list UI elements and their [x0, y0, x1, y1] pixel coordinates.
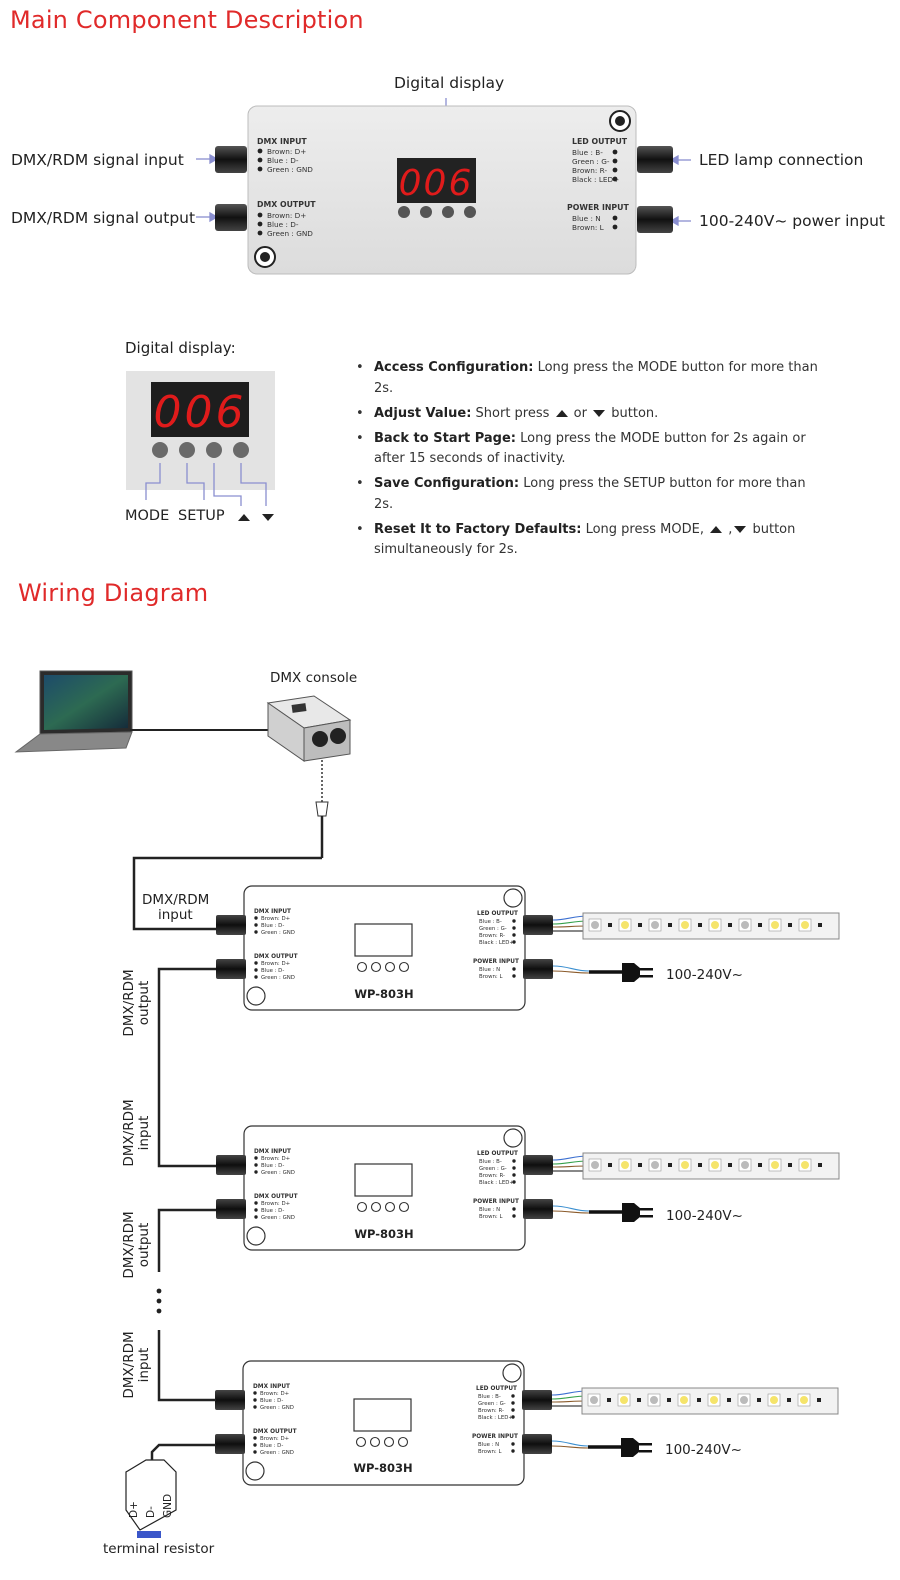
instruction-text: Long press the MODE button for more than… — [374, 360, 818, 396]
dmx-rdm-input-vertical-label: input — [136, 1116, 152, 1151]
svg-text:POWER INPUT: POWER INPUT — [567, 203, 629, 212]
instruction-heading: Adjust Value: — [374, 405, 472, 421]
svg-text:Brown: L: Brown: L — [572, 223, 605, 232]
svg-text:Blue : D-: Blue : D- — [267, 220, 299, 229]
power-input-label: 100-240V~ power input — [699, 212, 885, 230]
digital-display-label: Digital display — [394, 74, 505, 92]
dmx-rdm-input-vertical-label: input — [136, 1348, 152, 1383]
mode-button-label: MODE — [125, 508, 170, 524]
instruction-text: button. — [607, 405, 659, 421]
dmx-rdm-input-vertical-label: DMX/RDM — [121, 1331, 137, 1398]
svg-text:Blue : N: Blue : N — [572, 214, 601, 223]
digital-display — [397, 158, 476, 203]
controller-unit-3 — [213, 1359, 840, 1487]
instruction-text: or — [569, 405, 592, 421]
model-label: WP-803H — [353, 1461, 412, 1475]
instruction-text: Long press the MODE button for 2s again … — [374, 430, 806, 467]
down-arrow-icon — [734, 525, 747, 533]
svg-text:Black : LED+: Black : LED+ — [572, 175, 619, 184]
dmx-signal-input-label: DMX/RDM signal input — [11, 151, 184, 169]
dmx-rdm-output-vertical-label: DMX/RDM — [121, 969, 137, 1036]
instruction-item: • Back to Start Page: Long press the MOD… — [356, 430, 806, 467]
instruction-heading: Reset It to Factory Defaults: — [374, 521, 582, 537]
instruction-item: • Reset It to Factory Defaults: Long pre… — [356, 521, 796, 558]
svg-text:Brown: R-: Brown: R- — [572, 166, 607, 175]
svg-text:Blue : D-: Blue : D- — [267, 156, 299, 165]
dmx-console-label: DMX console — [270, 670, 358, 686]
instruction-text: Short press — [471, 405, 554, 421]
dmx-console-icon — [266, 695, 352, 762]
svg-text:Green : G-: Green : G- — [572, 157, 610, 166]
svg-text:Brown: D+: Brown: D+ — [267, 147, 306, 156]
resistor-pin-label: D- — [145, 1506, 157, 1518]
connector-left-top — [215, 146, 247, 173]
component-diagram: 006 DMX INPUT Brown: D+ Blue : D- Green … — [196, 98, 691, 275]
up-arrow-icon — [555, 409, 568, 417]
dmx-signal-output-label: DMX/RDM signal output — [11, 209, 196, 227]
power-voltage-label: 100-240V~ — [666, 1208, 743, 1224]
resistor-pin-label: GND — [162, 1494, 174, 1518]
instruction-item: • Access Configuration: Long press the M… — [356, 360, 818, 396]
power-voltage-label: 100-240V~ — [666, 967, 743, 983]
down-arrow-icon — [262, 514, 274, 521]
dmx-rdm-output-vertical-label: output — [136, 981, 152, 1026]
instruction-text: Long press MODE, — [581, 521, 709, 537]
instruction-text: , — [724, 521, 733, 537]
controller-unit-1 — [214, 884, 841, 1012]
instruction-text: Long press the SETUP button for more tha… — [374, 476, 806, 512]
connector-right-bottom — [637, 206, 673, 233]
instruction-text: button simultaneously for 2s. — [374, 521, 796, 558]
dmx-rdm-output-vertical-label: DMX/RDM — [121, 1211, 137, 1278]
svg-text:Brown: D+: Brown: D+ — [267, 211, 306, 220]
instruction-heading: Access Configuration: — [374, 360, 534, 375]
connector-left-bottom — [215, 204, 247, 231]
svg-text:Blue : B-: Blue : B- — [572, 148, 603, 157]
dmx-rdm-output-vertical-label: output — [136, 1223, 152, 1268]
resistor-pin-label: D+ — [128, 1501, 140, 1518]
wiring-diagram: DMX INPUT Brown: D+ Blue : D- Green : GN… — [14, 670, 841, 1538]
up-arrow-icon — [710, 525, 723, 533]
power-voltage-label: 100-240V~ — [665, 1442, 742, 1458]
display-panel-figure: 006 — [126, 371, 275, 506]
svg-text:006: 006 — [154, 387, 247, 438]
svg-text:Green : GND: Green : GND — [267, 165, 313, 174]
up-arrow-icon — [238, 514, 250, 521]
connector-right-top — [637, 146, 673, 173]
section-title-component: Main Component Description — [10, 6, 364, 34]
down-arrow-icon — [593, 409, 606, 417]
model-label: WP-803H — [354, 1227, 413, 1241]
digital-display-panel-title: Digital display: — [125, 339, 236, 357]
display-value: 006 — [399, 163, 474, 204]
svg-text:DMX INPUT: DMX INPUT — [257, 137, 307, 146]
instruction-item: • Save Configuration: Long press the SET… — [356, 476, 806, 512]
setup-button-label: SETUP — [178, 508, 225, 524]
dmx-rdm-input-vertical-label: DMX/RDM — [121, 1099, 137, 1166]
dmx-rdm-input-label-line1: DMX/RDM — [142, 892, 210, 908]
dmx-rdm-input-label-line2: input — [158, 907, 193, 923]
svg-text:LED OUTPUT: LED OUTPUT — [572, 137, 628, 146]
terminal-resistor-icon — [125, 1459, 177, 1538]
svg-text:Green : GND: Green : GND — [267, 229, 313, 238]
svg-text:DMX OUTPUT: DMX OUTPUT — [257, 200, 316, 209]
instruction-item: • Adjust Value: Short press or button. — [356, 405, 659, 421]
model-label: WP-803H — [354, 987, 413, 1001]
controller-unit-2 — [214, 1124, 841, 1252]
laptop-icon — [14, 670, 133, 753]
section-title-wiring: Wiring Diagram — [18, 579, 209, 607]
instruction-heading: Save Configuration: — [374, 476, 520, 491]
terminal-resistor-label: terminal resistor — [103, 1541, 215, 1557]
instruction-list: • Access Configuration: Long press the M… — [356, 358, 826, 565]
led-lamp-connection-label: LED lamp connection — [699, 151, 864, 169]
instruction-heading: Back to Start Page: — [374, 430, 517, 446]
